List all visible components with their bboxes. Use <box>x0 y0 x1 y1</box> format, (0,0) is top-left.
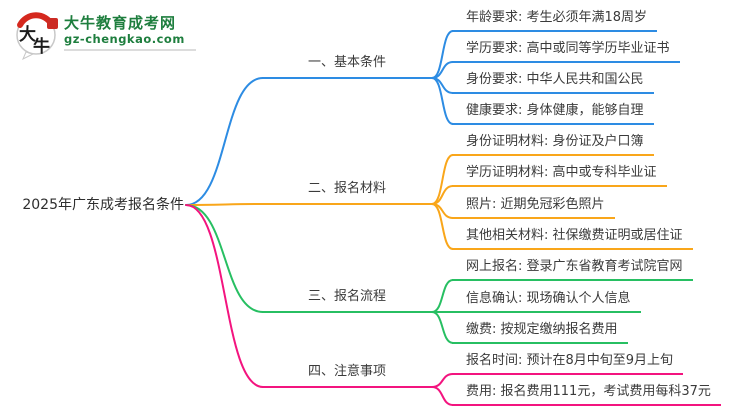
link-root-branch-2 <box>185 203 264 206</box>
leaf-age-requirement: 年龄要求: 考生必须年满18周岁 <box>452 6 658 32</box>
logo-site-name: 大牛教育成考网 <box>64 14 177 32</box>
link-root-branch-4 <box>185 204 264 388</box>
leaf-identity-requirement: 身份要求: 中华人民共和国公民 <box>452 68 654 94</box>
leaf-photo: 照片: 近期免冠彩色照片 <box>452 193 615 219</box>
leaf-identity-documents: 身份证明材料: 身份证及户口簿 <box>452 130 654 156</box>
leaf-online-registration: 网上报名: 登录广东省教育考试院官网 <box>452 255 693 281</box>
leaf-registration-time: 报名时间: 预计在8月中旬至9月上旬 <box>452 349 684 375</box>
link-root-branch-3 <box>185 204 264 313</box>
branch-node-registration-materials: 二、报名材料 <box>262 175 432 205</box>
logo-text-block: 大牛教育成考网 gz-chengkao.com <box>64 8 196 51</box>
logo-char-da: 大 <box>19 24 36 45</box>
leaf-fees: 费用: 报名费用111元，考试费用每科37元 <box>452 380 721 406</box>
logo-red-seal <box>47 18 58 29</box>
link-branch4-leaf1 <box>431 373 454 388</box>
link-branch3-leaf1 <box>431 279 454 313</box>
root-node: 2025年广东成考报名条件 <box>22 197 184 213</box>
leaf-health-requirement: 健康要求: 身体健康，能够自理 <box>452 99 654 125</box>
branch-node-notes: 四、注意事项 <box>262 358 432 388</box>
leaf-payment: 缴费: 按规定缴纳报名费用 <box>452 318 628 344</box>
logo-site-domain: gz-chengkao.com <box>64 32 185 46</box>
logo-char-niu: 牛 <box>33 36 50 57</box>
link-branch1-leaf4 <box>431 77 454 125</box>
link-branch4-leaf2 <box>431 386 454 406</box>
branch-node-registration-process: 三、报名流程 <box>262 283 432 313</box>
link-branch2-leaf4 <box>431 203 454 250</box>
logo-divider <box>64 49 196 51</box>
site-logo[interactable]: 大 牛 大牛教育成考网 gz-chengkao.com <box>12 8 196 60</box>
branch-node-basic-conditions: 一、基本条件 <box>262 49 432 79</box>
link-branch3-leaf3 <box>431 311 454 344</box>
leaf-other-materials: 其他相关材料: 社保缴费证明或居住证 <box>452 224 693 250</box>
link-root-branch-1 <box>185 77 264 206</box>
leaf-education-requirement: 学历要求: 高中或同等学历毕业证书 <box>452 37 680 63</box>
leaf-info-confirmation: 信息确认: 现场确认个人信息 <box>452 287 641 313</box>
leaf-education-documents: 学历证明材料: 高中或专科毕业证 <box>452 161 667 187</box>
logo-bull-icon: 大 牛 <box>16 12 58 60</box>
